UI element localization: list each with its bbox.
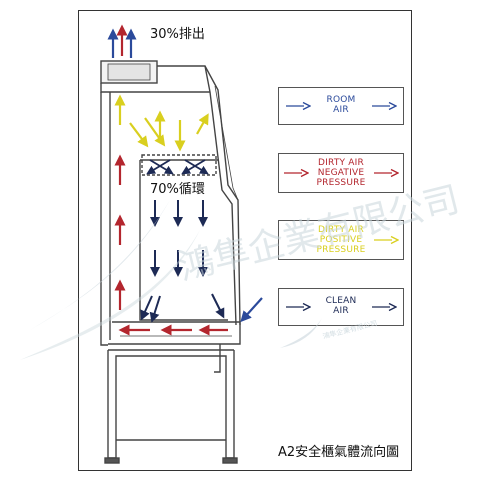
exhaust-label: 30%排出: [150, 27, 205, 42]
negative-pressure-arrows: [114, 154, 228, 336]
yellow-arrow-6: [196, 113, 209, 135]
diagram-caption: A2安全櫃氣體流向圖: [278, 445, 400, 460]
back-wall: [100, 92, 108, 346]
legend-dirty-positive-text: DIRTY AIR POSITIVE PRESSURE: [279, 225, 403, 255]
cabinet-stand: [104, 344, 238, 464]
work-chamber: [139, 160, 228, 321]
legend-room-air-arrow-right: [372, 101, 397, 111]
legend-dirty-positive-line-1: DIRTY AIR: [318, 225, 364, 235]
legend-clean-air-line-2: AIR: [333, 306, 349, 316]
hepa-filter: [141, 154, 217, 176]
room-air-arrow: [240, 297, 263, 323]
legend-dirty-negative-arrow-right: [374, 168, 399, 178]
recirculation-label: 70%循環: [150, 182, 205, 197]
legend-clean-air: CLEAN AIR: [278, 288, 404, 326]
legend-room-air-line-2: AIR: [333, 105, 349, 115]
legend-dirty-negative-line-2: NEGATIVE: [317, 168, 365, 178]
yellow-arrow-2: [129, 122, 149, 148]
sash-panel: [209, 91, 237, 326]
legend-room-air-line-1: ROOM: [326, 95, 356, 105]
legend-dirty-positive-line-3: PRESSURE: [316, 245, 366, 255]
legend-clean-air-arrow-left: [286, 302, 311, 312]
legend-dirty-negative-line-3: PRESSURE: [316, 178, 366, 188]
legend-dirty-positive-line-2: POSITIVE: [319, 235, 363, 245]
legend-dirty-air-positive: DIRTY AIR POSITIVE PRESSURE: [278, 220, 404, 260]
legend-clean-air-text: CLEAN AIR: [279, 296, 403, 316]
legend-dirty-air-negative: DIRTY AIR NEGATIVE PRESSURE: [278, 153, 404, 193]
filter-arrows: [146, 159, 209, 175]
legend-dirty-negative-text: DIRTY AIR NEGATIVE PRESSURE: [279, 158, 403, 188]
legend-clean-air-arrow-right: [372, 302, 397, 312]
exhaust-arrows: [107, 24, 137, 58]
cabinet-outline: [100, 60, 241, 346]
room-air-intake: [240, 297, 263, 323]
work-surface: [108, 321, 241, 345]
positive-pressure-arrows: [114, 94, 209, 152]
legend-clean-air-line-1: CLEAN: [325, 296, 357, 306]
cabinet-front-profile: [157, 65, 241, 326]
legend-dirty-positive-arrow-right: [374, 235, 399, 245]
legend-room-air-arrow-left: [286, 101, 311, 111]
legend-dirty-negative-line-1: DIRTY AIR: [318, 158, 364, 168]
legend-room-air-text: ROOM AIR: [279, 95, 403, 115]
legend-dirty-negative-arrow-left: [284, 168, 309, 178]
clean-air-arrows: [140, 200, 225, 323]
legend-room-air: ROOM AIR: [278, 87, 404, 125]
